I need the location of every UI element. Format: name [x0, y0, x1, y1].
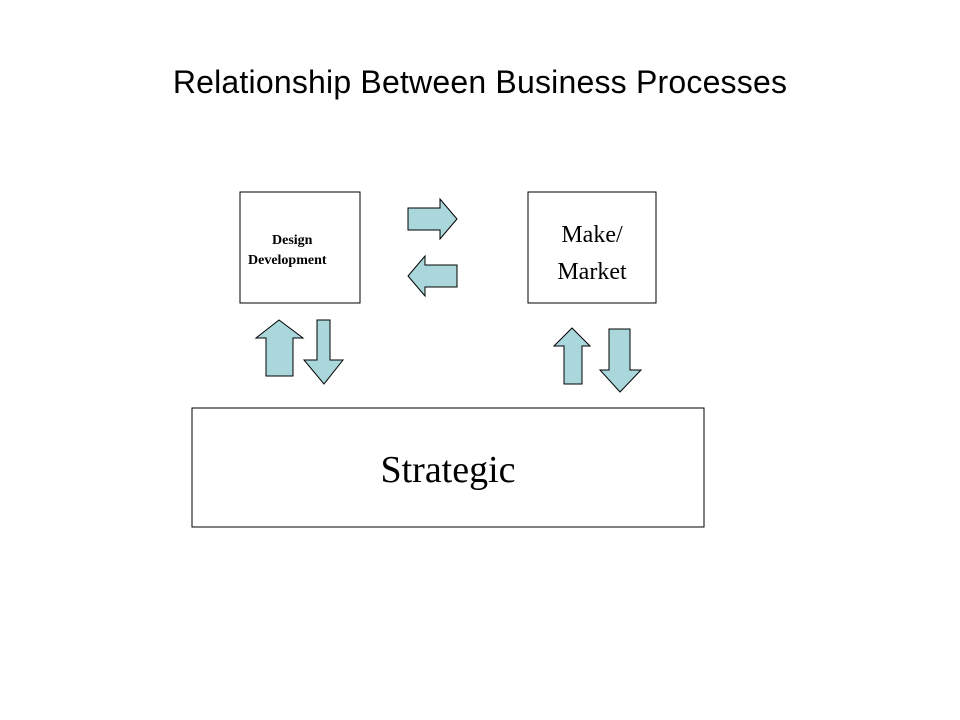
- up-arrow-left: [254, 319, 305, 377]
- down-arrow-right: [598, 328, 643, 393]
- up-arrow-right: [552, 327, 592, 385]
- design-box-line2: Development: [248, 253, 327, 268]
- left-arrow: [407, 254, 458, 298]
- make-box-line1: Make/: [561, 222, 623, 248]
- make-box-line2: Market: [557, 259, 627, 285]
- make-market-box: Make/ Market: [527, 191, 657, 304]
- right-arrow: [407, 197, 458, 241]
- design-development-box: Design Development: [239, 191, 361, 304]
- down-arrow-left: [302, 319, 345, 385]
- strategic-box: Strategic: [191, 407, 705, 528]
- slide-title: Relationship Between Business Processes: [172, 64, 788, 100]
- strategic-box-label: Strategic: [380, 449, 515, 491]
- design-box-line1: Design: [272, 233, 313, 248]
